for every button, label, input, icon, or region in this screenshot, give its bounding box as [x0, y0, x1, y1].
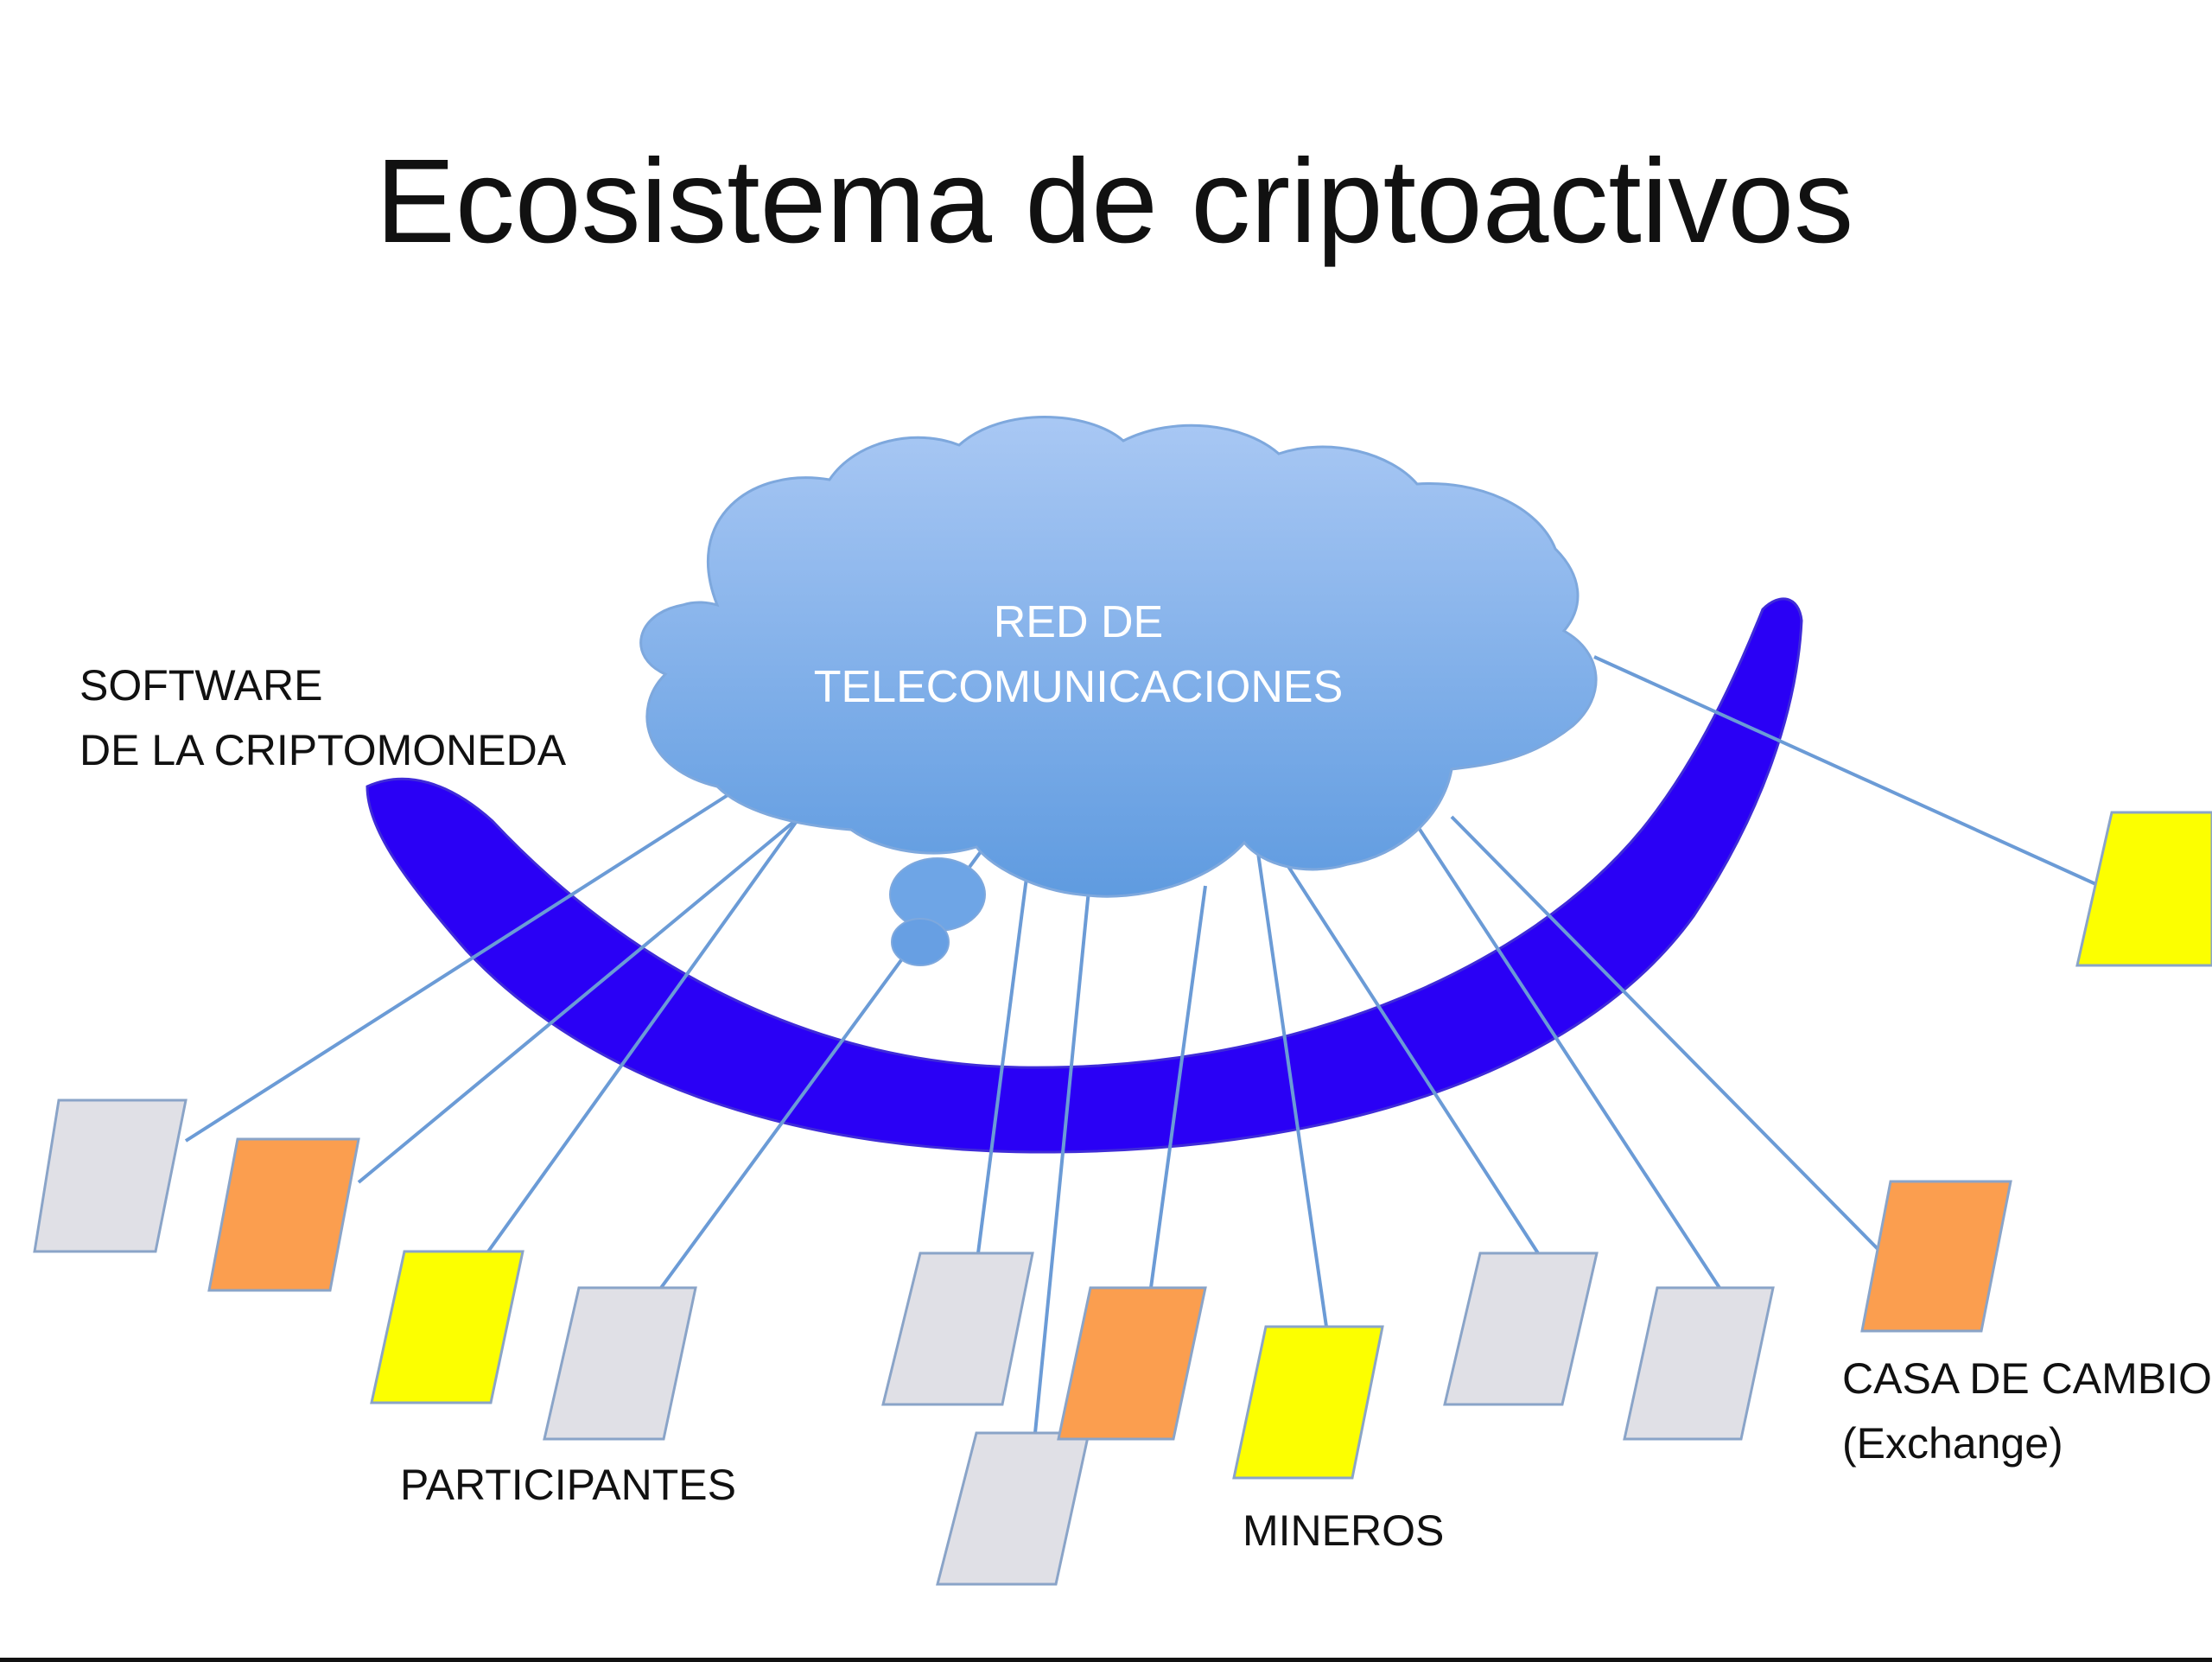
connector-line: [184, 789, 736, 1143]
bottom-edge: [0, 1658, 2212, 1662]
cloud-label-line2: TELECOMUNICACIONES: [814, 662, 1344, 712]
connector-line: [1033, 889, 1090, 1434]
node-grey: [1623, 1286, 1775, 1441]
connector-line: [1593, 655, 2101, 888]
connector-line: [1255, 846, 1328, 1328]
node-yellow: [1232, 1325, 1384, 1480]
connector-line: [1268, 837, 1540, 1255]
telecom-cloud: RED DE TELECOMUNICACIONES: [639, 416, 1598, 966]
exchange-label-line2: (Exchange): [1842, 1419, 2063, 1468]
node-orange: [1057, 1286, 1207, 1441]
node-grey: [33, 1098, 188, 1253]
node-grey: [936, 1431, 1090, 1586]
participant-nodes: [33, 811, 2212, 1586]
cloud-puff: [889, 857, 986, 932]
node-yellow: [370, 1250, 524, 1404]
connector-line: [1415, 824, 1721, 1289]
connector-line: [1149, 885, 1207, 1289]
blockchain-band: [365, 597, 1803, 1154]
cloud-label-line1: RED DE: [994, 597, 1163, 647]
connector-line: [486, 798, 814, 1253]
software-label-line1: SOFTWARE: [79, 661, 322, 710]
slide-title: Ecosistema de criptoactivos: [376, 135, 1853, 268]
cloud-shape: [639, 416, 1598, 898]
node-grey: [881, 1251, 1034, 1406]
node-orange: [1860, 1180, 2012, 1333]
node-orange: [207, 1137, 360, 1292]
connector-line: [976, 863, 1030, 1254]
connector-line: [357, 798, 823, 1184]
software-label-line2: DE LA CRIPTOMONEDA: [79, 726, 567, 774]
cloud-puff: [891, 918, 950, 966]
node-grey: [543, 1286, 697, 1441]
node-grey: [1443, 1251, 1599, 1406]
exchange-label-line1: CASA DE CAMBIO: [1842, 1354, 2212, 1403]
participantes-label: PARTICIPANTES: [400, 1461, 736, 1509]
connector-line: [1450, 815, 1884, 1255]
node-yellow: [2075, 811, 2212, 967]
connector-lines: [184, 655, 2101, 1434]
mineros-label: MINEROS: [1243, 1506, 1444, 1555]
